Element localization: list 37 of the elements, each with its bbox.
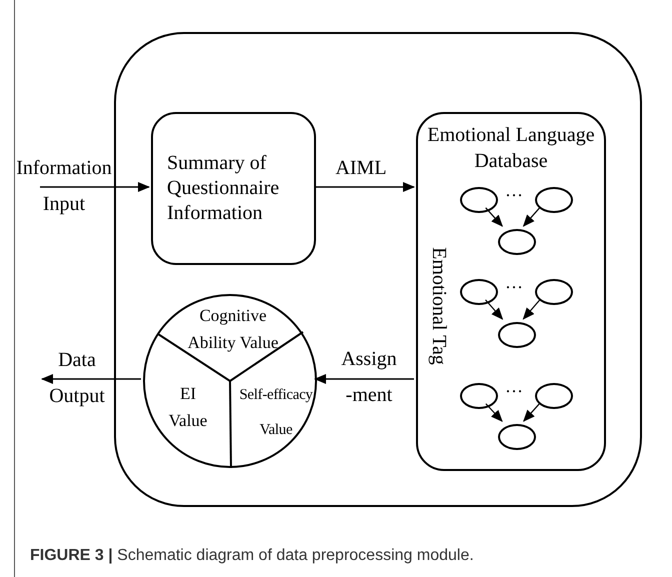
sector-label: EI Value (168, 383, 208, 432)
ellipse-node (460, 279, 498, 305)
vertical-label: Emotional Tag (427, 246, 451, 367)
ellipse-node (498, 424, 536, 450)
arrow (314, 374, 414, 384)
box-label: Summary of Questionnaire Information (166, 151, 280, 226)
arrow (485, 207, 503, 227)
edge-label: Data Output (48, 348, 106, 409)
process-box (151, 112, 316, 265)
sector-label: Cognitive Ability Value (186, 305, 280, 354)
arrow (485, 403, 503, 422)
ellipse-node (498, 322, 536, 348)
ellipse-node (460, 187, 498, 213)
arrow (314, 182, 415, 192)
pie-circle (143, 294, 317, 468)
ellipse-node (460, 383, 498, 409)
edge-label: AIML (334, 156, 388, 181)
ellipse-node (535, 187, 573, 213)
ellipse-node (535, 279, 573, 305)
arrow (523, 403, 540, 422)
figure-caption: FIGURE 3 | Schematic diagram of data preprocessing module. (30, 546, 474, 566)
arrow (522, 300, 540, 320)
edge-label: Assign -ment (340, 347, 398, 408)
box-title: Emotional Language Database (426, 123, 596, 174)
module-frame (114, 32, 642, 507)
ellipsis-label: … (505, 180, 523, 200)
arrow (40, 182, 150, 192)
sector-label: Self-efficacy Value (238, 386, 314, 440)
edge-label: Information Input (16, 156, 112, 217)
ellipsis-label: … (505, 272, 523, 292)
ellipse-node (535, 383, 573, 409)
ellipsis-label: … (505, 376, 523, 396)
process-box (416, 112, 606, 471)
arrow (485, 300, 504, 320)
ellipse-node (498, 229, 536, 255)
arrow (522, 208, 540, 227)
arrow (41, 374, 141, 384)
